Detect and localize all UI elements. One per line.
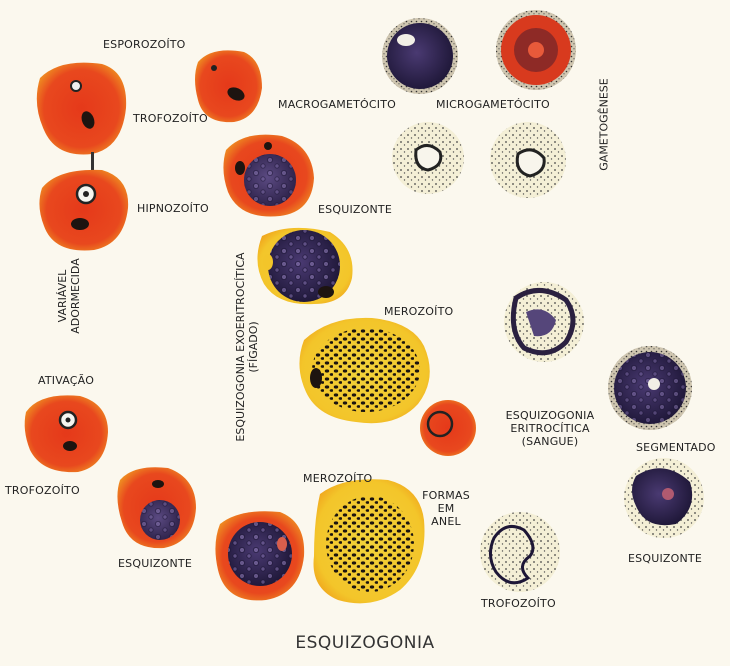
blood-cell-trophozoite-bottom [480, 512, 560, 592]
liver-cell-schizont-exo [257, 228, 352, 304]
label-variavel-line2: ADORMECIDA [69, 251, 82, 341]
label-esquizonte-bottom: ESQUIZONTE [118, 557, 192, 570]
label-merozoito-top: MEROZOÍTO [384, 305, 453, 318]
liver-cell-merozoites-bottom [314, 479, 425, 603]
label-merozoito-bottom: MEROZOÍTO [303, 472, 372, 485]
liver-cell-merozoites-top [299, 318, 429, 423]
label-variavel-adormecida: VARIÁVEL ADORMECIDA [56, 251, 82, 341]
label-macrogametocito: MACROGAMETÓCITO [278, 98, 396, 111]
label-hipnozoito: HIPNOZOÍTO [137, 202, 209, 215]
diagram-title: ESQUIZOGONIA [0, 633, 730, 653]
connector-line [91, 152, 94, 170]
young-gametocyte-cell-2 [490, 122, 566, 198]
blood-cell-schizont-irregular [504, 282, 584, 362]
label-trofozoito-top: TROFOZOÍTO [133, 112, 208, 125]
liver-cell-schizont-top [223, 135, 314, 217]
label-eri-line1: ESQUIZOGONIA [498, 409, 602, 422]
label-eri-line3: (SANGUE) [498, 435, 602, 448]
liver-cell-trophozoite-top [37, 63, 126, 155]
label-gametogenese: GAMETOGÊNESE [598, 65, 611, 185]
label-esquizogonia-eritrocitica: ESQUIZOGONIA ERITROCÍTICA (SANGUE) [498, 409, 602, 448]
label-variavel-line1: VARIÁVEL [56, 251, 69, 341]
label-esquizogonia-exoeritrocitica: ESQUIZOGONIA EXOERITROCÍTICA (FÍGADO) [234, 242, 260, 452]
label-eri-line2: ERITROCÍTICA [498, 422, 602, 435]
label-esquizonte-right: ESQUIZONTE [628, 552, 702, 565]
blood-cell-segmented [608, 346, 692, 430]
label-exo-line1: ESQUIZOGONIA EXOERITROCÍTICA [234, 242, 247, 452]
liver-cell-schizont-large-bottom [215, 511, 304, 600]
macrogametocyte-cell [382, 18, 458, 94]
label-ativacao: ATIVAÇÃO [38, 374, 94, 387]
microgametocyte-cell [496, 10, 576, 90]
label-formas-line2: EM [420, 502, 472, 515]
liver-cell-schizont-bottom [117, 467, 196, 548]
label-formas-line3: ANEL [420, 515, 472, 528]
label-trofozoito-left: TROFOZOÍTO [5, 484, 80, 497]
label-formas-line1: FORMAS [420, 489, 472, 502]
label-segmentado: SEGMENTADO [636, 441, 716, 454]
liver-cell-activation [25, 395, 108, 472]
blood-cell-ring-form [420, 400, 476, 456]
label-esquizonte-top: ESQUIZONTE [318, 203, 392, 216]
liver-cell-hypnozoite [39, 170, 128, 251]
label-exo-line2: (FÍGADO) [247, 242, 260, 452]
label-formas-em-anel: FORMAS EM ANEL [420, 489, 472, 528]
label-esporozoito: ESPOROZOÍTO [103, 38, 186, 51]
label-microgametocito: MICROGAMETÓCITO [436, 98, 550, 111]
label-trofozoito-bottom: TROFOZOÍTO [481, 597, 556, 610]
young-gametocyte-cell-1 [392, 122, 464, 194]
blood-cell-schizont-right [624, 458, 704, 538]
